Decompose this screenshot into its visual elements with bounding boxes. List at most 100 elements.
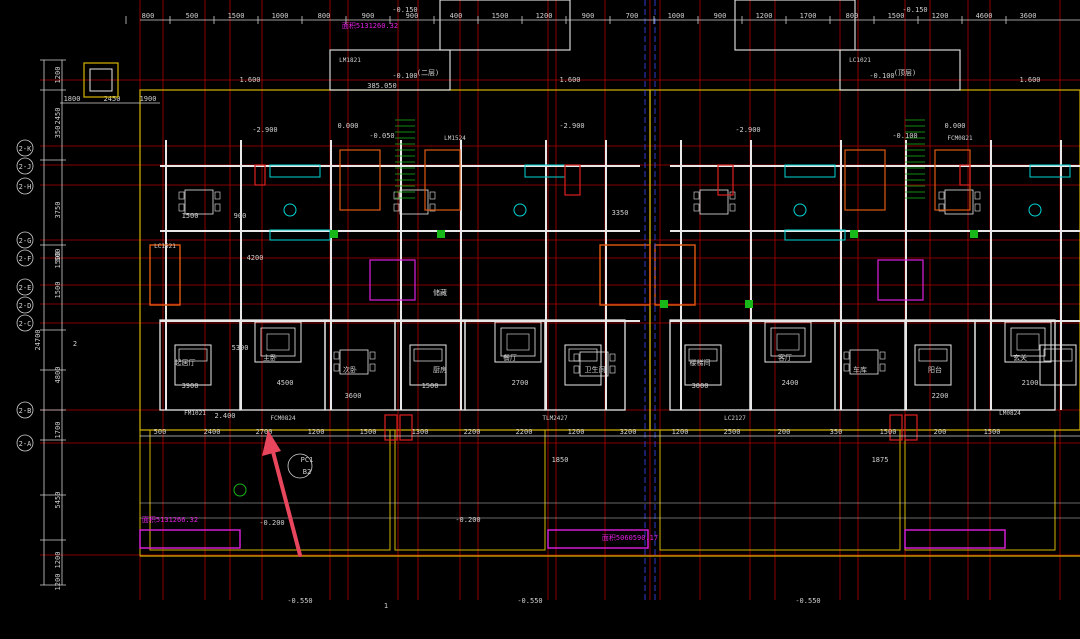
chair [573,353,580,362]
door-tag: LM1524 [444,135,466,142]
interior-wall-vertical [1060,140,1062,410]
room-dimension: 900 [234,212,247,220]
grid-bubble [16,278,34,296]
room-label: 卫生间 [585,365,606,374]
kitchen-counter [784,229,846,241]
top-dimension-text: 1200 [756,12,773,20]
elevation-text: -2.900 [735,126,760,134]
sofa-cushion [500,327,536,357]
green-marker [660,300,668,308]
dining-table [849,349,879,375]
pillow [688,348,718,362]
plant-pot [793,203,807,217]
room-label: 储藏 [433,288,447,297]
chair [693,191,700,200]
interior-wall-vertical [990,140,992,410]
room-label: 阳台 [928,365,942,374]
grid-bubble [16,249,34,267]
legend-box-inner [89,68,113,92]
legend-box [83,62,119,98]
chair [609,365,616,374]
stair-tower [734,0,856,51]
grid-bubble-label: 2-G [19,237,32,245]
grid-bubble-label: 2-C [19,320,32,328]
left-dimension-text: 1200 [54,574,62,591]
sofa-frame [1004,321,1052,363]
stair-well [369,259,416,301]
room-box [974,319,1056,411]
duct-shaft [254,164,266,186]
misc-label: (顶层) [894,69,916,77]
coffee-table [506,333,530,351]
room-label: 次卧 [343,365,357,374]
red-column [889,414,903,441]
chair [843,363,850,372]
room-label: 主卧 [263,353,277,362]
bed-frame [174,344,212,386]
sofa-frame [764,321,812,363]
bottom-dimension-text: 1500 [360,428,377,436]
green-marker [330,230,338,238]
room-box [394,319,466,411]
drawing-text: -0.150-0.100-2.900-0.050-2.9000.000-0.10… [73,6,1041,610]
bottom-dimension-text: 1500 [984,428,1001,436]
misc-label: 1.600 [559,76,580,84]
elevation-text: -2.900 [559,122,584,130]
bottom-dimension-text: 200 [934,428,947,436]
room-box [834,319,906,411]
misc-label: 1.600 [1019,76,1040,84]
red-hatched-room [599,244,651,306]
sofa-frame [254,321,302,363]
room-box [239,319,326,411]
room-label: 厨房 [433,365,447,374]
area-tag: 面积5060590.17 [602,533,658,542]
top-dimension-text: 400 [450,12,463,20]
magenta-planter [547,529,649,549]
coffee-table [1016,333,1040,351]
pillow [413,348,443,362]
green-marker [437,230,445,238]
elevation-text: 0.000 [337,122,358,130]
pillow [178,348,208,362]
door-tag: LC1021 [849,57,871,64]
room-dimension: 2700 [512,379,529,387]
grid-bubble-label: 2-E [19,284,32,292]
sofa-cushion [1010,327,1046,357]
misc-label: 1 [384,602,388,610]
plant-pot [283,203,297,217]
room-dimension: 1875 [872,456,889,464]
door-tag: FCM0824 [270,415,296,422]
interior-wall-vertical [680,140,682,410]
door-tag: LC1521 [154,243,176,250]
top-dimension-text: 3600 [1020,12,1037,20]
misc-label: 385.050 [367,82,397,90]
grid-bubble-label: 2-K [19,145,32,153]
grid-bubble [16,401,34,419]
chair [938,191,945,200]
interior-wall-vertical [605,140,607,410]
terrace-outline [904,429,1056,551]
left-dimension-text: 5450 [54,492,62,509]
annotation-arrow [262,430,302,557]
unit-b-outline [649,89,1080,431]
terrace-outline [149,429,391,551]
chair [729,203,736,212]
bed-frame [914,344,952,386]
elevation-text: -0.100 [869,72,894,80]
chair [333,351,340,360]
door-tag: LM1821 [339,57,361,64]
bottom-dimension-text: 3200 [620,428,637,436]
plant-pot [513,203,527,217]
bathroom-fixture [424,149,461,211]
dining-table [944,189,974,215]
top-dimension-text: 1500 [888,12,905,20]
room-label: 餐厅 [503,353,517,362]
interior-wall-vertical [330,140,332,410]
red-hatched-room [654,244,696,306]
door-tag: LM0824 [999,410,1021,417]
door-tag: FCM0821 [947,135,973,142]
stair-well [877,259,924,301]
kitchen-counter [1029,164,1071,178]
stair-dim-text: 1900 [140,95,157,103]
pillow [918,348,948,362]
